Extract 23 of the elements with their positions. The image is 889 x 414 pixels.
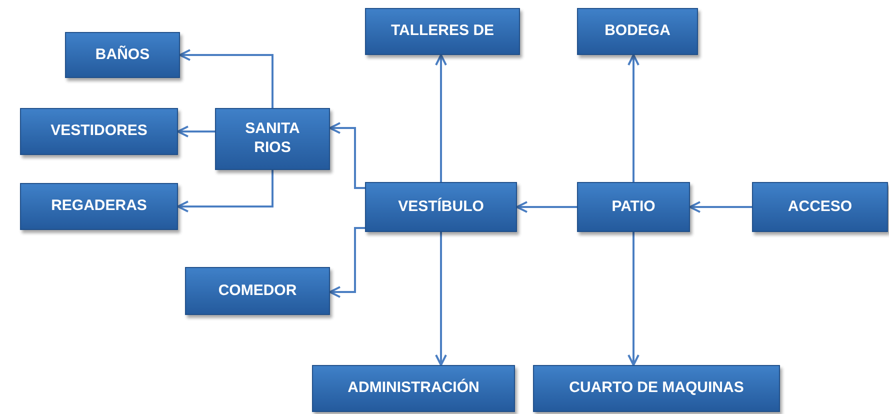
process-box: PATIO [577, 182, 690, 232]
process-box: ACCESO [752, 182, 888, 232]
process-box: REGADERAS [20, 183, 178, 230]
arrow [435, 232, 447, 366]
process-box: ADMINISTRACIÓN [312, 365, 515, 412]
arrow [179, 49, 274, 108]
arrow [177, 126, 215, 138]
arrow [628, 232, 640, 366]
process-box: VESTÍBULO [365, 182, 517, 232]
arrow [516, 201, 577, 213]
arrow [689, 201, 752, 213]
process-box: CUARTO DE MAQUINAS [533, 365, 780, 412]
process-box: COMEDOR [185, 267, 330, 315]
process-box: VESTIDORES [20, 108, 178, 155]
process-box: BODEGA [577, 8, 698, 55]
process-box: SANITA RIOS [215, 108, 330, 170]
process-box: TALLERES DE [365, 8, 520, 55]
arrow [329, 122, 365, 189]
arrow [435, 54, 447, 182]
arrow [177, 170, 274, 212]
arrow [628, 54, 640, 182]
arrow [329, 227, 365, 298]
process-box: BAÑOS [65, 32, 180, 78]
